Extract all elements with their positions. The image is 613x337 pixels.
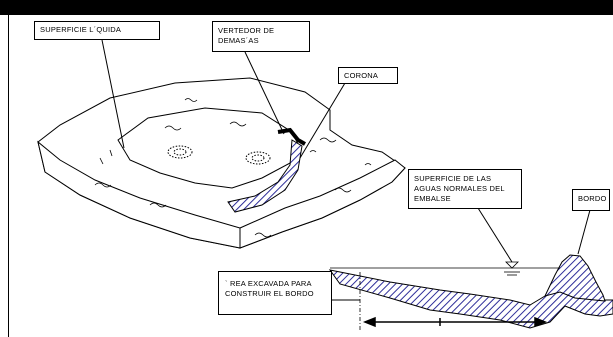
ripple-right-inner: [251, 154, 265, 162]
excavation-width-arrow: [362, 316, 548, 328]
ripple-right: [245, 151, 271, 165]
leader-lines-top: [101, 39, 346, 159]
label-vertedor: Vertedor de demas´as: [212, 21, 310, 52]
ripple-left-inner: [173, 148, 187, 156]
reservoir-block: [37, 77, 406, 249]
water-level-symbol: [504, 261, 520, 276]
top-bar: [0, 0, 613, 15]
dam-crest-3d: [227, 139, 303, 213]
dam-profile: [544, 254, 606, 302]
left-border: [8, 15, 9, 337]
label-area-excavada: ` rea excavada para construir el bordo: [218, 271, 332, 315]
ripple-left: [167, 145, 193, 159]
label-bordo: Bordo: [572, 189, 610, 211]
excavated-ground: [328, 269, 613, 329]
spillway-mark: [277, 127, 306, 146]
label-superficie-liquida: Superficie l´quida: [34, 21, 160, 40]
label-superficie-aguas: Superficie de las aguas normales del emb…: [408, 169, 522, 209]
label-corona: Corona: [338, 67, 398, 84]
leader-lines-section: [296, 207, 591, 301]
grass-marks: [94, 98, 372, 238]
